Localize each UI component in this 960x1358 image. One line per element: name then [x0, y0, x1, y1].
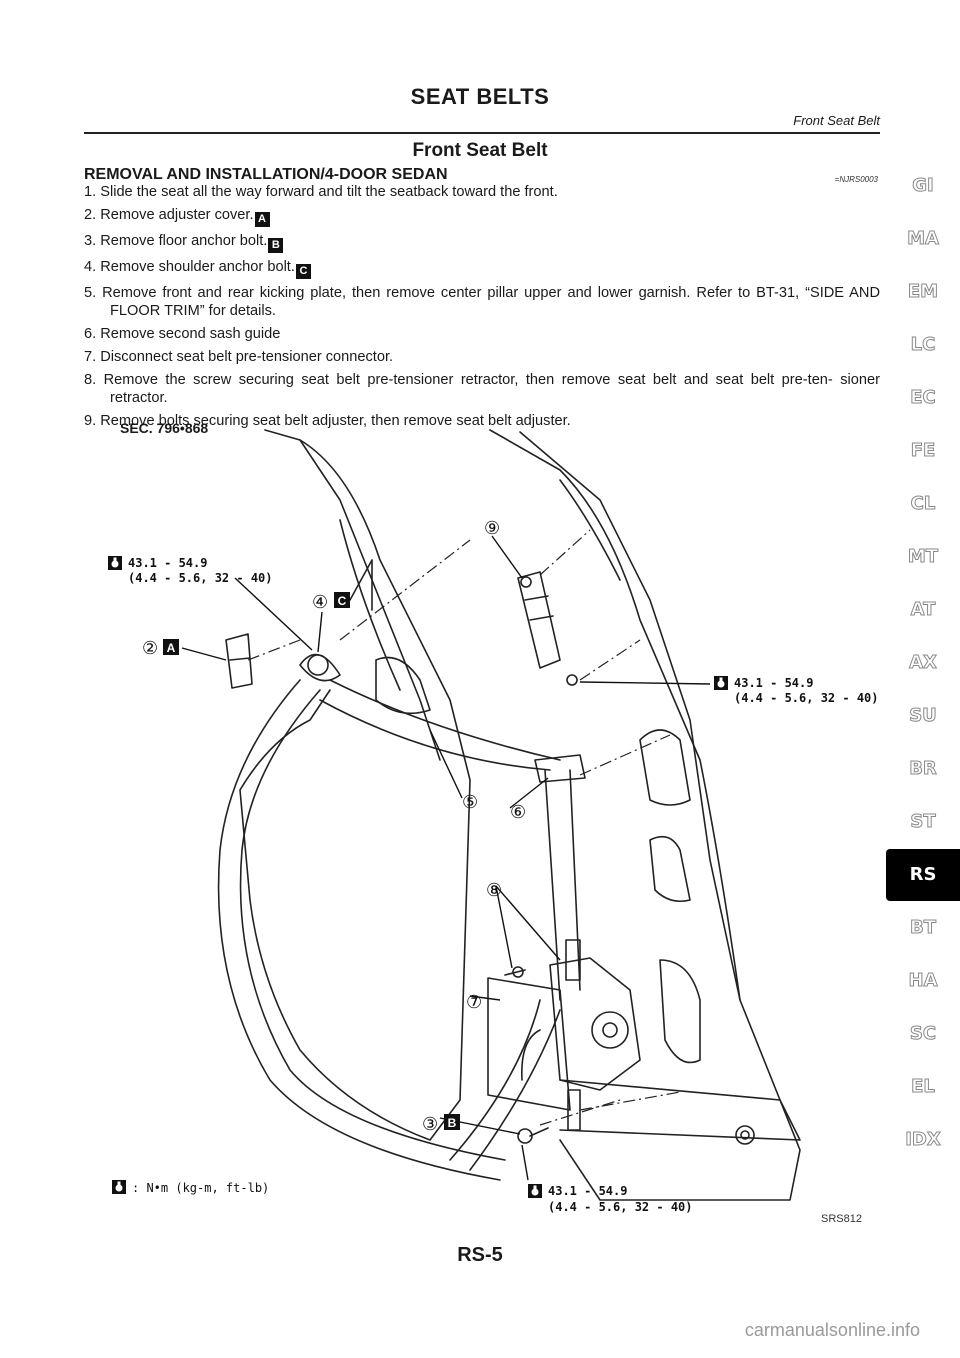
- torque-spec-bottom-2: (4.4 - 5.6, 32 - 40): [548, 1200, 693, 1214]
- section-title: Front Seat Belt: [412, 140, 548, 161]
- badge-b: B: [448, 1116, 457, 1130]
- torque-spec-upper-left-2: (4.4 - 5.6, 32 - 40): [128, 571, 273, 585]
- step-badge: A: [254, 212, 270, 227]
- badge-c: C: [338, 594, 347, 608]
- section-number-label: SEC. 796•868: [120, 420, 209, 436]
- step-text: 5. Remove front and rear kicking plate, …: [84, 285, 880, 319]
- tab-ec[interactable]: EC: [910, 387, 937, 409]
- header-divider: [84, 132, 880, 134]
- step-item: 4. Remove shoulder anchor bolt.C: [84, 258, 880, 279]
- step-badge: B: [268, 238, 284, 253]
- step-text: 3. Remove floor anchor bolt.: [84, 233, 268, 249]
- tab-cl[interactable]: CL: [910, 493, 936, 515]
- watermark: carmanualsonline.info: [744, 1320, 920, 1340]
- step-text: 4. Remove shoulder anchor bolt.: [84, 259, 295, 275]
- torque-spec-right-1: 43.1 - 54.9: [734, 676, 813, 690]
- tab-ax[interactable]: AX: [909, 652, 938, 674]
- step-text: 2. Remove adjuster cover.: [84, 207, 254, 223]
- callout-5: ⑤: [462, 792, 478, 813]
- page-number: RS-5: [457, 1244, 503, 1266]
- seat-belt-diagram: ⑨ ④ ② ⑤ ⑥ ⑧ ⑦ ③ C A B 43.1 - 54.9 (4.4 -…: [108, 429, 879, 1225]
- tab-ma[interactable]: MA: [907, 228, 940, 250]
- step-item: 2. Remove adjuster cover.A: [84, 206, 880, 227]
- step-item: 1. Slide the seat all the way forward an…: [84, 183, 880, 201]
- diagram-badges: C A B: [163, 592, 460, 1130]
- step-text: 9. Remove bolts securing seat belt adjus…: [84, 413, 571, 429]
- step-item: 5. Remove front and rear kicking plate, …: [84, 284, 880, 320]
- torque-spec-bottom-1: 43.1 - 54.9: [548, 1184, 627, 1198]
- step-badge: C: [295, 264, 311, 279]
- step-text: 7. Disconnect seat belt pre-tensioner co…: [84, 349, 394, 365]
- step-item: 3. Remove floor anchor bolt.B: [84, 232, 880, 253]
- figure-code: SRS812: [821, 1213, 862, 1225]
- callout-6: ⑥: [510, 802, 526, 823]
- callout-2: ②: [142, 638, 158, 659]
- step-text: 1. Slide the seat all the way forward an…: [84, 184, 558, 200]
- tab-bt[interactable]: BT: [910, 917, 937, 939]
- reference-code: =NJRS0003: [834, 175, 878, 184]
- torque-spec-upper-left-1: 43.1 - 54.9: [128, 556, 207, 570]
- tab-rs[interactable]: RS: [886, 849, 960, 901]
- tab-fe[interactable]: FE: [910, 440, 936, 462]
- tab-br[interactable]: BR: [909, 758, 938, 780]
- step-text: 6. Remove second sash guide: [84, 326, 281, 342]
- tab-sc[interactable]: SC: [909, 1023, 937, 1045]
- tab-ha[interactable]: HA: [908, 970, 938, 992]
- badge-a: A: [167, 641, 176, 655]
- torque-spec-right-2: (4.4 - 5.6, 32 - 40): [734, 691, 879, 705]
- subsection-title: REMOVAL AND INSTALLATION/4-DOOR SEDAN: [84, 166, 448, 183]
- callout-9: ⑨: [484, 518, 500, 539]
- tab-lc[interactable]: LC: [910, 334, 936, 356]
- tab-el[interactable]: EL: [911, 1076, 936, 1098]
- page-header-title: SEAT BELTS: [410, 84, 550, 109]
- tab-st[interactable]: ST: [910, 811, 936, 833]
- callout-4: ④: [312, 592, 328, 613]
- callout-7: ⑦: [466, 992, 482, 1013]
- procedure-steps: 1. Slide the seat all the way forward an…: [84, 183, 880, 435]
- callout-8: ⑧: [486, 880, 502, 901]
- tab-gi[interactable]: GI: [912, 175, 934, 197]
- page-header-subtitle: Front Seat Belt: [793, 113, 880, 128]
- tab-em[interactable]: EM: [907, 281, 939, 303]
- tab-at[interactable]: AT: [910, 599, 936, 621]
- callout-3: ③: [422, 1114, 438, 1135]
- tab-su[interactable]: SU: [909, 705, 938, 727]
- step-item: 7. Disconnect seat belt pre-tensioner co…: [84, 348, 880, 366]
- tab-idx[interactable]: IDX: [905, 1129, 942, 1151]
- tab-mt[interactable]: MT: [907, 546, 939, 568]
- torque-legend: : N•m (kg-m, ft-lb): [132, 1181, 269, 1195]
- step-text: 8. Remove the screw securing seat belt p…: [84, 372, 880, 406]
- step-item: 8. Remove the screw securing seat belt p…: [84, 371, 880, 407]
- step-item: 9. Remove bolts securing seat belt adjus…: [84, 412, 880, 430]
- step-item: 6. Remove second sash guide: [84, 325, 880, 343]
